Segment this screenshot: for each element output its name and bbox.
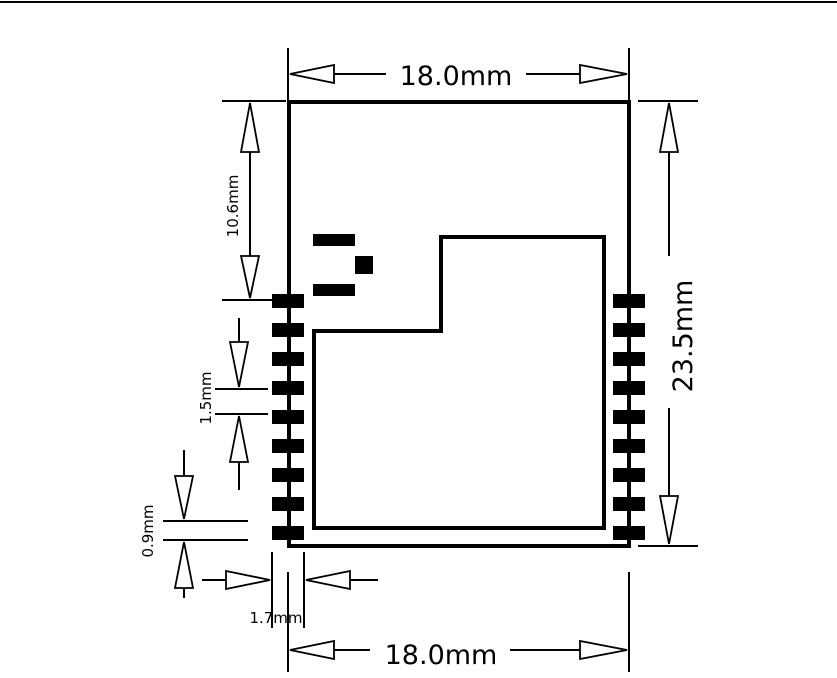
pad-pitch-dimension: 1.5mm [197,318,268,490]
height-dimension: 23.5mm [638,101,699,546]
pad-width-dimension: 1.7mm [202,552,378,628]
antenna-height-label: 10.6mm [224,175,242,238]
right-pad [613,526,645,540]
right-pad [613,381,645,395]
left-pad-column [272,294,304,540]
left-pad [272,323,304,337]
shield-outline [314,237,604,528]
left-pad [272,526,304,540]
right-pad-column [613,294,645,540]
bottom-width-label: 18.0mm [385,640,498,671]
module-outline [289,102,629,546]
right-pad [613,497,645,511]
left-pad [272,439,304,453]
right-pad [613,352,645,366]
antenna-height-dimension: 10.6mm [222,101,286,300]
pad-width-label: 1.7mm [249,609,302,627]
right-pad [613,294,645,308]
pad-pitch-label: 1.5mm [197,371,215,424]
right-pad [613,323,645,337]
pad-height-label: 0.9mm [139,504,157,557]
right-pad [613,439,645,453]
right-pad [613,468,645,482]
top-width-dimension: 18.0mm [288,48,629,100]
left-pad [272,410,304,424]
height-label: 23.5mm [668,280,699,393]
left-pad [272,352,304,366]
antenna-mark [313,234,373,296]
left-pad [272,497,304,511]
left-pad [272,381,304,395]
right-pad [613,410,645,424]
left-pad [272,468,304,482]
top-width-label: 18.0mm [400,61,513,92]
